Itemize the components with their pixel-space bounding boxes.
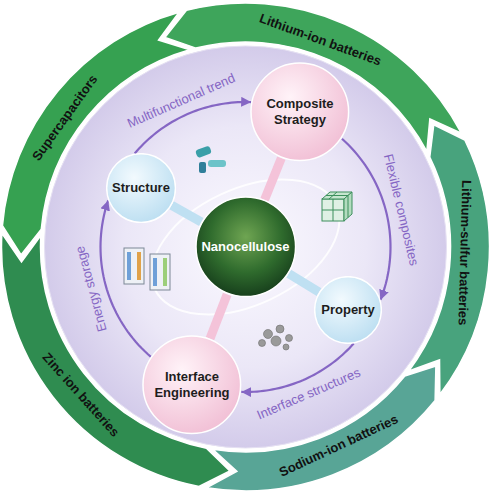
link-bar (265, 158, 282, 200)
band-arrow (165, 3, 461, 151)
band-arrow (409, 125, 490, 395)
aspect-circle: Property (314, 276, 382, 344)
band-arrow (206, 366, 435, 491)
circle-label: Interface Engineering (150, 369, 234, 400)
circle-fill (251, 63, 349, 161)
lattice-cube (322, 192, 352, 221)
flow-arrow (135, 102, 251, 153)
inner-disk (45, 46, 447, 448)
arrow-label: Flexible composites (380, 152, 422, 267)
circle-fill (107, 154, 176, 223)
flow-arrow (342, 139, 391, 300)
arrow-label: Interface structures (255, 365, 363, 423)
arrow-label: Multifunctional trend (125, 70, 238, 131)
circle-shape (142, 335, 242, 435)
circle-shape (314, 276, 382, 344)
strategy-circle: Interface Engineering (142, 335, 242, 435)
nanofiber-tiles (195, 146, 226, 173)
flow-arrow (101, 200, 151, 356)
band-label: Zinc ion batteries (39, 350, 123, 440)
flow-arrow (241, 344, 353, 392)
link-bar (289, 274, 319, 293)
circle-shape (106, 153, 176, 223)
band-arrow (1, 233, 229, 486)
band-label: Lithium-ion batteries (257, 11, 383, 70)
circle-fill (315, 277, 382, 344)
band-arrow (2, 12, 189, 255)
device-panels (124, 248, 170, 290)
arrow-label: Energy storage (72, 244, 110, 333)
band-label: Supercapacitors (29, 72, 101, 164)
band-label: Lithium-sulfur batteries (454, 180, 473, 326)
orbit-ellipse (130, 152, 360, 342)
strategy-circle: Composite Strategy (250, 62, 350, 162)
circle-label: Property (321, 302, 374, 318)
link-bar (210, 294, 227, 338)
circle-shape (250, 62, 350, 162)
circle-fill (143, 336, 241, 434)
circle-label: Structure (112, 180, 170, 196)
circle-fill (196, 197, 296, 297)
center-circle: Nanocellulose (195, 196, 297, 298)
band-label: Sodium-ion batteries (277, 412, 401, 481)
link-bar (172, 205, 202, 222)
circle-shape (195, 196, 297, 298)
circle-label: Nanocellulose (201, 239, 289, 255)
aspect-circle: Structure (106, 153, 176, 223)
particle-cluster (259, 325, 293, 350)
circle-label: Composite Strategy (258, 96, 342, 127)
